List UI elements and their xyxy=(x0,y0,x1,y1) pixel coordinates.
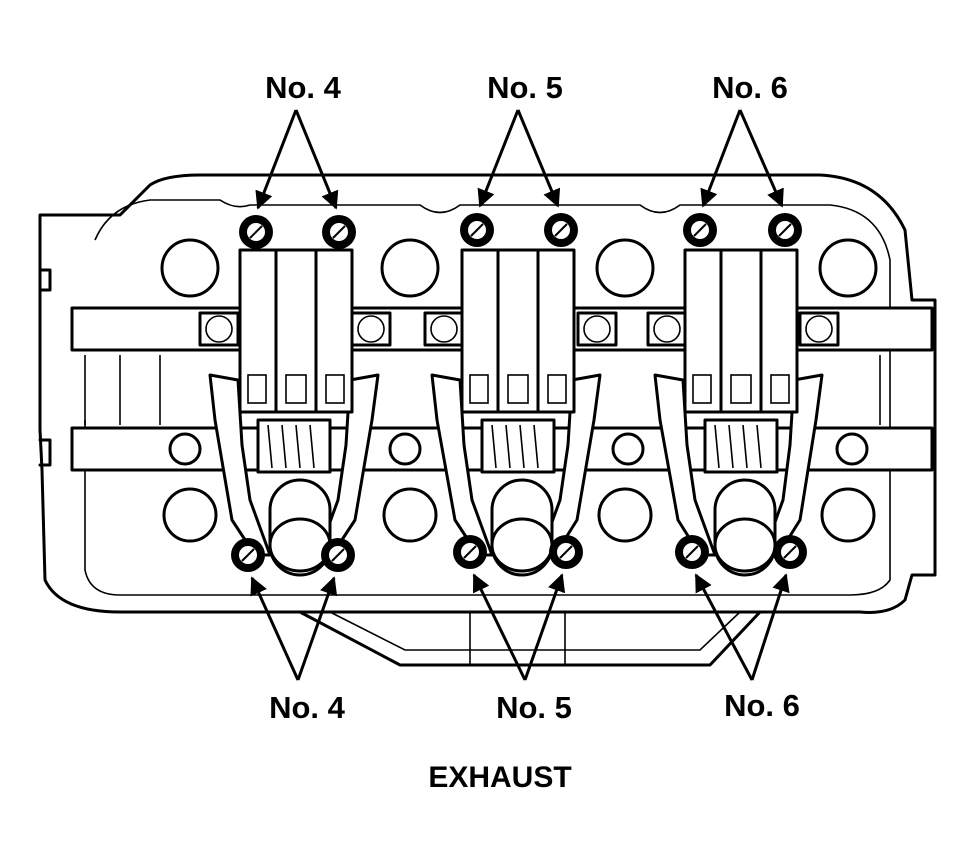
bolt-bottom-4b xyxy=(321,538,355,572)
bolt-top-6a xyxy=(683,213,717,247)
bolt-bottom-5a xyxy=(453,535,487,569)
cylinder-group-4 xyxy=(208,248,380,577)
bolt-top-5b xyxy=(544,213,578,247)
bolt-top-6b xyxy=(768,213,802,247)
label-bottom-no4: No. 4 xyxy=(269,690,346,725)
label-top-no5: No. 5 xyxy=(487,70,563,105)
caption-exhaust: EXHAUST xyxy=(428,761,571,794)
arrows-top xyxy=(255,109,784,210)
ports-top xyxy=(160,238,878,298)
label-bottom-no6: No. 6 xyxy=(724,688,800,723)
bolts xyxy=(231,213,807,572)
arrows-bottom xyxy=(250,573,790,681)
cylinder-group-6 xyxy=(653,248,824,577)
label-bottom-no5: No. 5 xyxy=(496,690,572,725)
bolt-bottom-6a xyxy=(675,535,709,569)
label-top-no4: No. 4 xyxy=(265,70,342,105)
bolt-bottom-5b xyxy=(549,535,583,569)
bolt-top-5a xyxy=(460,213,494,247)
cylinder-group-5 xyxy=(430,248,602,577)
ports-bottom xyxy=(162,487,876,543)
bolt-bottom-6b xyxy=(773,535,807,569)
head-outline xyxy=(38,173,937,667)
bolt-top-4b xyxy=(322,215,356,249)
label-top-no6: No. 6 xyxy=(712,70,788,105)
bolt-bottom-4a xyxy=(231,538,265,572)
bolt-top-4a xyxy=(239,215,273,249)
